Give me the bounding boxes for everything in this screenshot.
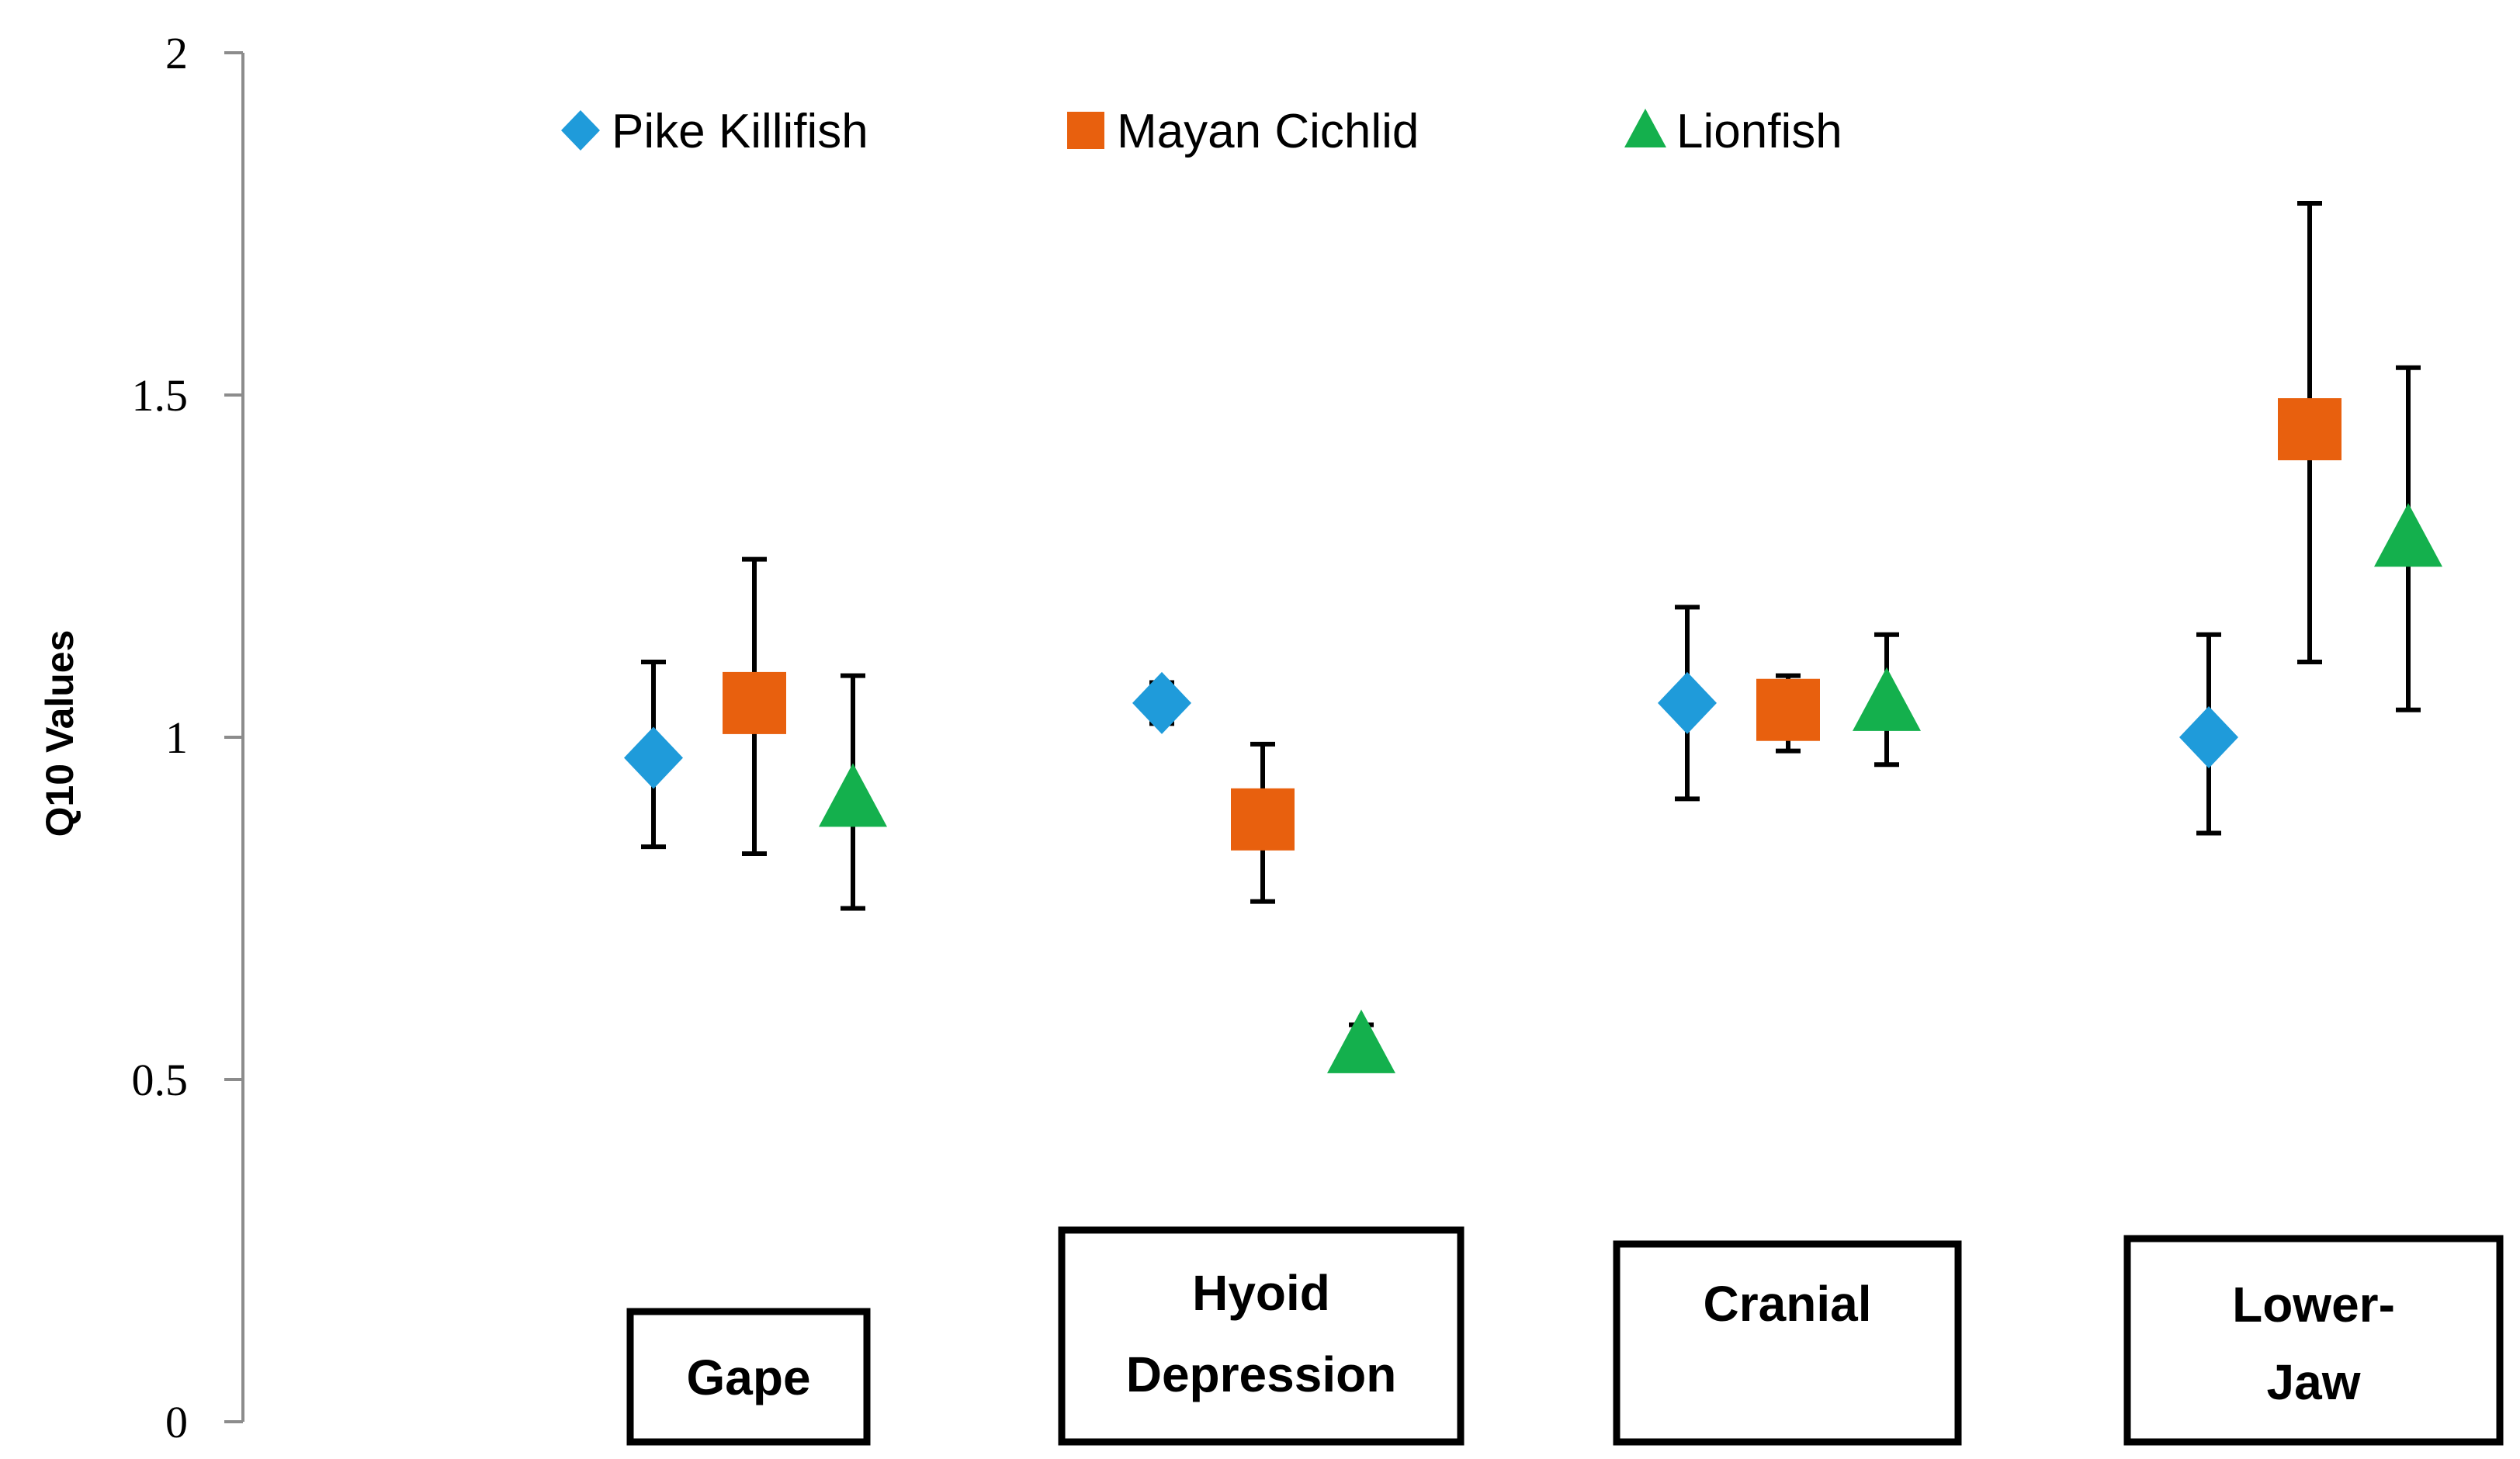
data-point-mayan-cichlid-lower-jaw (2278, 398, 2341, 461)
error-bars (641, 201, 2421, 1062)
category-label-lower-jaw: Lower- (2232, 1277, 2395, 1333)
category-label-gape: Gape (686, 1350, 810, 1405)
data-point-pike-killifish-gape (624, 726, 683, 789)
legend-label-pike-killifish: Pike Killifish (612, 105, 868, 158)
y-axis-title: Q10 Values (38, 630, 81, 837)
y-tick-label: 0 (165, 1397, 188, 1447)
y-tick-label: 2 (165, 28, 188, 78)
data-point-lionfish-hyoid-depression (1327, 1009, 1395, 1073)
data-point-mayan-cichlid-hyoid-depression (1231, 788, 1295, 851)
category-box-cranial: Cranial (1613, 1240, 1962, 1446)
category-box-gape: Gape (626, 1308, 871, 1446)
category-label-hyoid-depression: Hyoid (1192, 1265, 1330, 1321)
y-axis: 0 0.5 1 1.5 2 (132, 28, 244, 1447)
data-markers (624, 398, 2442, 1073)
category-label-lower-jaw: Jaw (2267, 1354, 2361, 1410)
y-tick-label: 1 (165, 712, 188, 763)
legend: Pike Killifish Mayan Cichlid Lionfish (561, 105, 1842, 158)
category-box-lower-jaw: Lower- Jaw (2123, 1235, 2504, 1446)
y-tick-label: 1.5 (132, 370, 189, 421)
data-point-pike-killifish-lower-jaw (2179, 706, 2238, 768)
legend-label-mayan-cichlid: Mayan Cichlid (1117, 105, 1419, 158)
category-label-hyoid-depression: Depression (1126, 1346, 1397, 1402)
data-point-lionfish-gape (819, 763, 887, 827)
legend-label-lionfish: Lionfish (1676, 105, 1842, 158)
data-point-mayan-cichlid-cranial (1756, 678, 1820, 741)
legend-marker-lionfish (1624, 109, 1666, 147)
legend-marker-mayan-cichlid (1067, 112, 1104, 149)
legend-marker-pike-killifish (561, 110, 600, 151)
y-tick-label: 0.5 (132, 1055, 189, 1105)
category-label-cranial: Cranial (1704, 1276, 1872, 1332)
data-point-pike-killifish-cranial (1658, 671, 1717, 734)
data-point-lionfish-lower-jaw (2374, 503, 2442, 567)
data-point-lionfish-cranial (1853, 667, 1921, 731)
data-point-pike-killifish-hyoid-depression (1132, 671, 1191, 734)
data-point-mayan-cichlid-gape (723, 671, 786, 734)
